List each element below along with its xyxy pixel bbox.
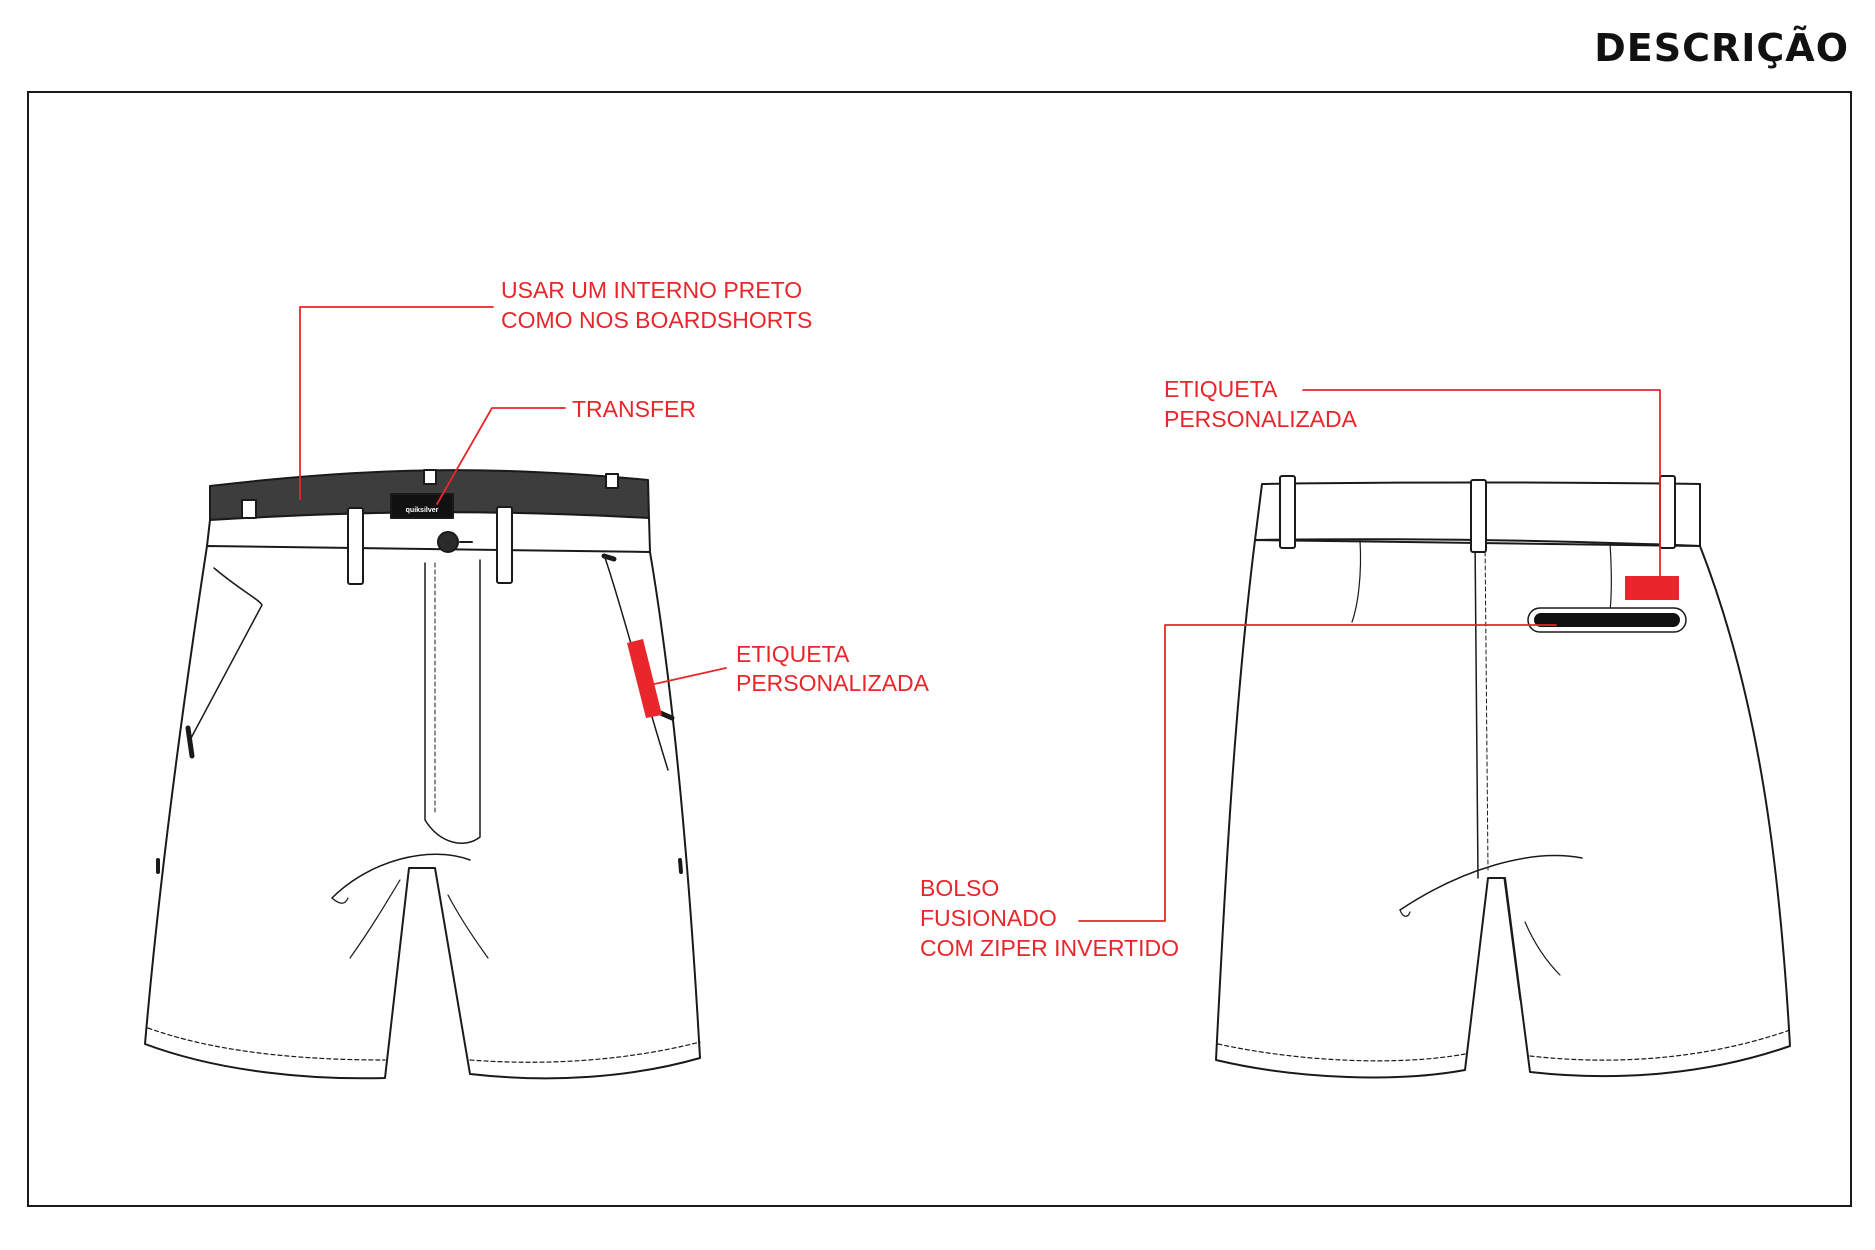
- callout-front-label-line2: PERSONALIZADA: [736, 670, 930, 696]
- callout-lining-line1: USAR UM INTERNO PRETO: [501, 277, 802, 303]
- leader-lining: [299, 306, 494, 500]
- front-custom-label: [627, 639, 662, 718]
- front-button: [437, 531, 459, 553]
- callout-pocket-line3: COM ZIPER INVERTIDO: [920, 935, 1179, 961]
- brand-transfer-label: [390, 493, 454, 519]
- callout-back-label-line1: ETIQUETA: [1164, 376, 1278, 402]
- brand-transfer-text: quiksilver: [406, 507, 439, 514]
- back-shorts: [1215, 475, 1791, 1079]
- back-custom-label: [1625, 576, 1679, 600]
- callout-front-label-line1: ETIQUETA: [736, 641, 850, 667]
- leader-transfer: [436, 407, 566, 505]
- back-pocket-zipper: [1534, 613, 1680, 627]
- drawing-frame: [27, 91, 1852, 1207]
- leader-back-label: [1302, 389, 1661, 587]
- front-body: [144, 545, 701, 1080]
- leader-front-label: [649, 667, 727, 686]
- callout-transfer: TRANSFER: [572, 396, 696, 422]
- callout-back-label-line2: PERSONALIZADA: [1164, 406, 1358, 432]
- leader-pocket: [1078, 624, 1557, 922]
- front-shorts: quiksilver: [144, 469, 701, 1080]
- back-body: [1215, 539, 1791, 1079]
- callout-pocket-line1: BOLSO: [920, 875, 999, 901]
- callout-lining-line2: COMO NOS BOARDSHORTS: [501, 307, 812, 333]
- page-title: DESCRIÇÃO: [1594, 26, 1849, 70]
- callout-pocket-line2: FUSIONADO: [920, 905, 1057, 931]
